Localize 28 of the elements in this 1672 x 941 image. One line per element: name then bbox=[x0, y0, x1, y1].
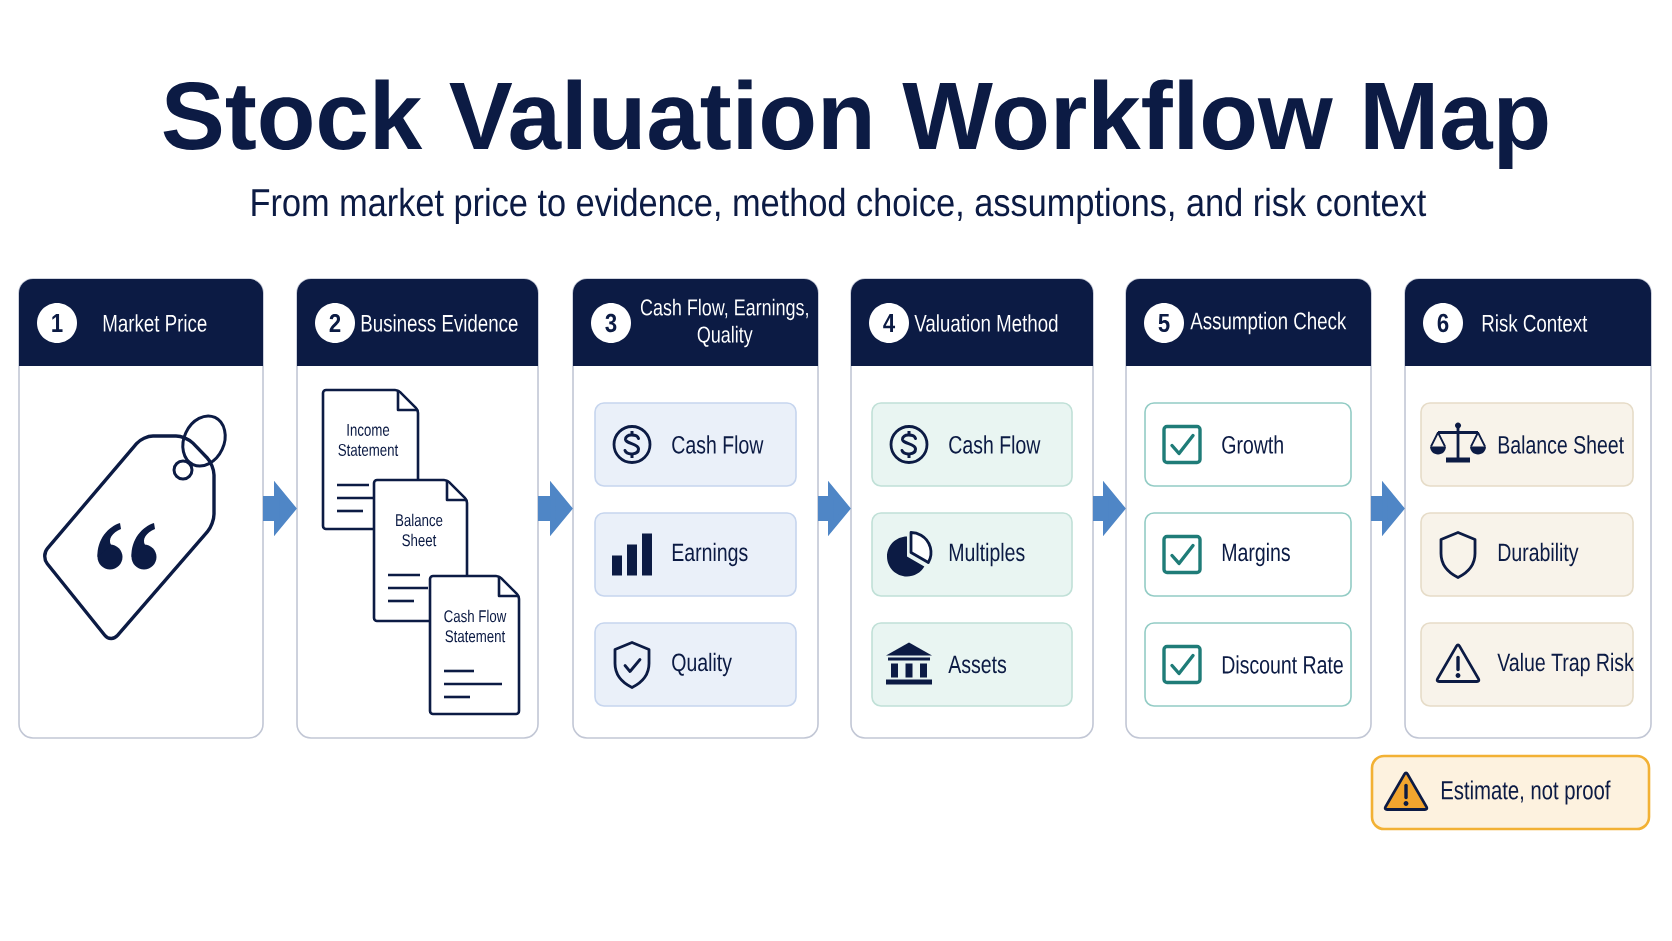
subtitle: From market price to evidence, method choice, assumptions, and risk context bbox=[252, 187, 1427, 225]
item-box: Cash Flow bbox=[871, 402, 1073, 487]
item-box: Discount Rate bbox=[1144, 622, 1352, 707]
item-box: Value Trap Risk bbox=[1420, 622, 1634, 707]
step-title: Valuation Method bbox=[914, 314, 1058, 332]
step-number: 6 bbox=[1423, 303, 1463, 343]
note-box: Estimate, not proof bbox=[1370, 754, 1651, 831]
item-box: Quality bbox=[594, 622, 797, 707]
step-number: 3 bbox=[591, 303, 631, 343]
step-number: 4 bbox=[869, 303, 909, 343]
item-box: Earnings bbox=[594, 512, 797, 597]
item-box: Cash Flow bbox=[594, 402, 797, 487]
step-title: Cash Flow, Earnings, Quality bbox=[640, 298, 808, 348]
step-title: Assumption Check bbox=[1190, 311, 1347, 335]
item-box: Durability bbox=[1420, 512, 1634, 597]
item-box: Growth bbox=[1144, 402, 1352, 487]
step-title: Market Price bbox=[103, 314, 207, 332]
document-sheet: Cash Flow Statement bbox=[428, 574, 521, 716]
step-number: 5 bbox=[1144, 303, 1184, 343]
step-title: Risk Context bbox=[1482, 314, 1588, 332]
step-number: 1 bbox=[37, 303, 77, 343]
step-title: Business Evidence bbox=[361, 314, 518, 332]
item-box: Multiples bbox=[871, 512, 1073, 597]
title: Stock Valuation Workflow Map bbox=[163, 79, 1548, 169]
step-number: 2 bbox=[315, 303, 355, 343]
item-box: Assets bbox=[871, 622, 1073, 707]
item-box: Margins bbox=[1144, 512, 1352, 597]
item-box: Balance Sheet bbox=[1420, 402, 1634, 487]
